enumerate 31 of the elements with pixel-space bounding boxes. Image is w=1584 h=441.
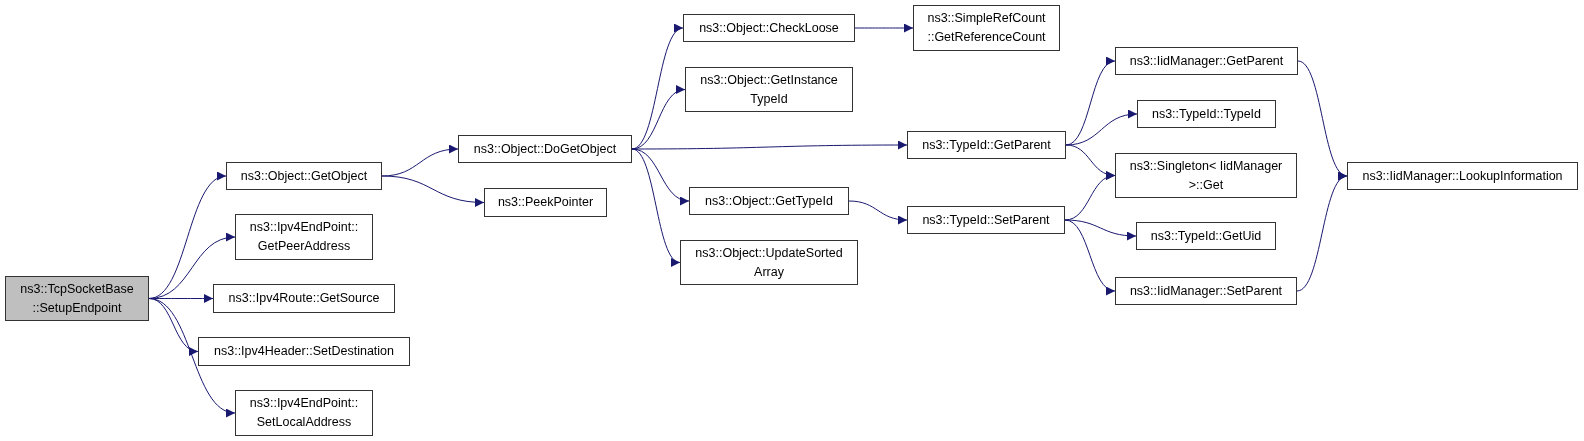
function-box: ns3::TypeId::GetUid [1136,222,1276,250]
arrow [381,145,459,177]
arrow [148,298,236,416]
function-box: ns3::Object::DoGetObject [458,135,632,163]
arrow [1296,175,1348,292]
function-box: ns3::Ipv4EndPoint:: GetPeerAddress [235,214,373,260]
function-box: ns3::IidManager::LookupInformation [1347,162,1578,190]
arrow [854,23,914,33]
arrow [848,200,908,224]
function-box: ns3::Ipv4Route::GetSource [213,284,395,313]
function-box: ns3::Singleton< IidManager >::Get [1115,153,1297,198]
function-box: ns3::TypeId::GetParent [907,131,1066,159]
arrow [381,175,485,207]
arrow [631,148,681,264]
function-box: ns3::Object::GetInstance TypeId [685,67,853,112]
function-box: ns3::Ipv4Header::SetDestination [198,337,410,366]
function-box: ns3::Object::CheckLoose [683,14,855,42]
function-box: ns3::Object::GetTypeId [689,187,849,215]
arrow [1064,172,1116,221]
function-box: ns3::Object::UpdateSorted Array [680,240,858,285]
function-box: ns3::Ipv4EndPoint:: SetLocalAddress [235,390,373,436]
function-box: ns3::Object::GetObject [226,162,382,190]
arrow [1065,110,1138,146]
function-box: ns3::TypeId::TypeId [1137,100,1276,128]
function-box: ns3::SimpleRefCount ::GetReferenceCount [913,5,1060,51]
function-box: ns3::PeekPointer [484,188,607,217]
function-box: ns3::TypeId::SetParent [907,206,1065,234]
function-box: ns3::TcpSocketBase ::SetupEndpoint [5,276,149,321]
arrow [1064,219,1116,294]
function-box: ns3::IidManager::GetParent [1115,47,1298,75]
function-box: ns3::IidManager::SetParent [1115,277,1297,305]
